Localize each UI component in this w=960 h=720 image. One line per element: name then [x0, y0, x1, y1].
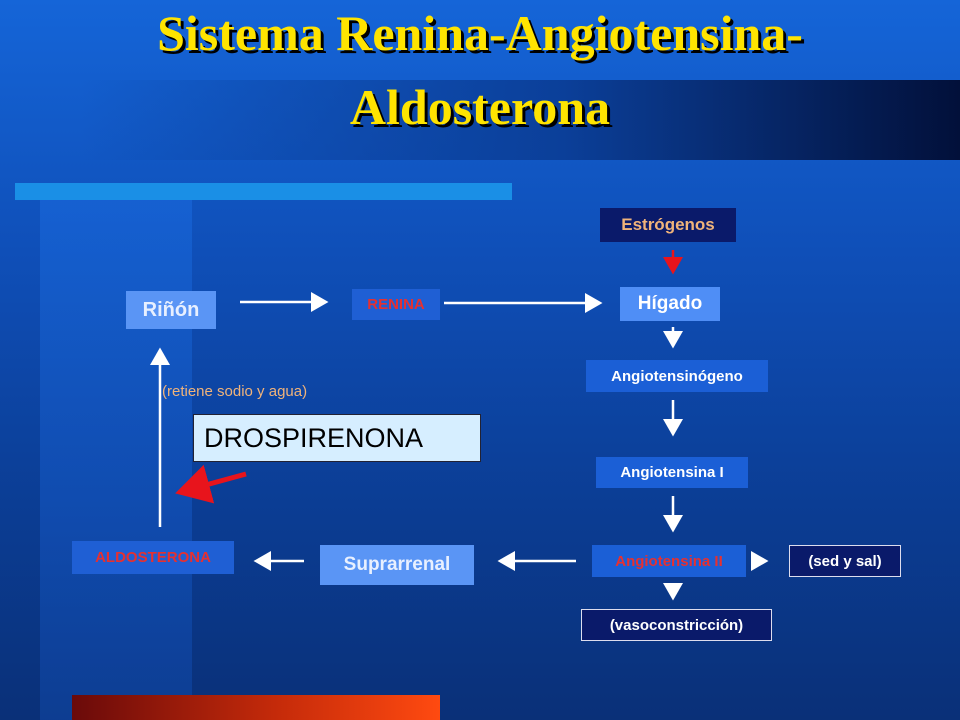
- node-angiotensina-i: Angiotensina I: [596, 457, 748, 488]
- node-higado: Hígado: [620, 287, 720, 321]
- decor-red-bar: [72, 695, 440, 720]
- slide-title-line-1: Sistema Renina-Angiotensina-: [157, 5, 803, 61]
- node-angiotensinogeno: Angiotensinógeno: [586, 360, 768, 392]
- node-suprarrenal: Suprarrenal: [320, 545, 474, 585]
- slide-title-line-2: Aldosterona: [349, 79, 611, 135]
- decor-cyan-bar: [15, 183, 512, 200]
- decor-title-band: [80, 80, 960, 160]
- label-retiene-sodio-agua: (retiene sodio y agua): [162, 383, 308, 400]
- node-aldosterona: ALDOSTERONA: [72, 541, 234, 574]
- node-estrogenos: Estrógenos: [600, 208, 736, 242]
- node-rinon: Riñón: [126, 291, 216, 329]
- node-sed-y-sal: (sed y sal): [789, 545, 901, 577]
- red-arrow-icon: [175, 464, 247, 504]
- node-renina: RENINA: [352, 289, 440, 320]
- node-angiotensina-ii: Angiotensina II: [592, 545, 746, 577]
- node-vasoconstriccion: (vasoconstricción): [581, 609, 772, 641]
- node-drospirenona: DROSPIRENONA: [193, 414, 481, 462]
- decor-left-panel: [40, 200, 192, 720]
